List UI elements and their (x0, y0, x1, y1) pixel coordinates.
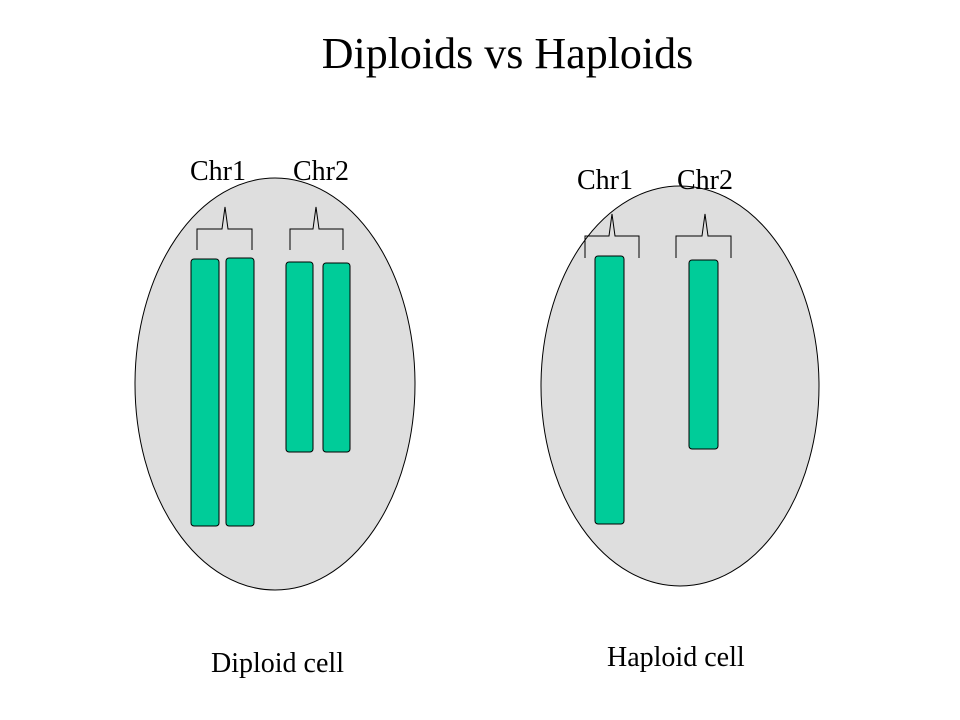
diploid-cell-caption: Diploid cell (211, 648, 344, 679)
haploid-cell (540, 185, 820, 587)
haploid-chr1-label: Chr1 (577, 165, 633, 196)
haploid-chr2-brace (675, 213, 732, 258)
haploid-chr1-brace (584, 213, 640, 258)
diploid-chr2-label: Chr2 (293, 156, 349, 187)
diploid-chr1-brace (196, 206, 253, 250)
diploid-cell-body (134, 177, 416, 591)
haploid-chr1 (594, 255, 625, 525)
diploid-chr1-copy-b (225, 257, 255, 527)
diploid-chr2-copy-b (322, 262, 351, 453)
page-title: Diploids vs Haploids (321, 29, 694, 78)
diploid-chr2-copy-a (285, 261, 314, 453)
haploid-cell-caption: Haploid cell (607, 642, 745, 673)
haploid-chr2-label: Chr2 (677, 165, 733, 196)
diploid-chr1-copy-a (190, 258, 220, 527)
diploid-chr1-label: Chr1 (190, 156, 246, 187)
diploid-chr2-brace (289, 206, 344, 250)
haploid-cell-body (540, 185, 820, 587)
haploid-chr2 (688, 259, 719, 450)
diploid-cell (134, 177, 416, 591)
